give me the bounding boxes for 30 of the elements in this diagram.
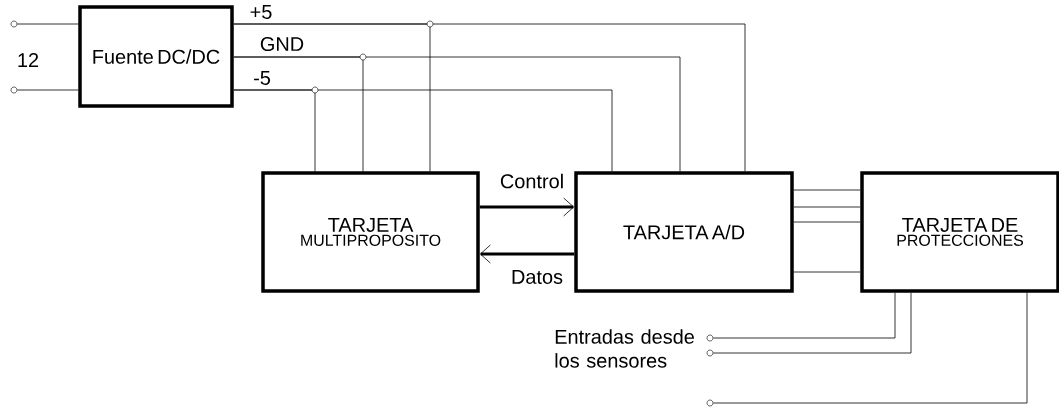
terminal [706, 399, 714, 407]
connector-line [16, 23, 79, 25]
caption-text: Entradas desde los sensores [553, 328, 706, 369]
voltage-label: 12 [15, 52, 41, 68]
connector-line [233, 89, 613, 172]
terminal [10, 20, 18, 28]
terminal [706, 334, 714, 342]
connector-line [233, 23, 746, 172]
rail-label: +5 [248, 4, 274, 20]
connector-line [793, 189, 861, 191]
block-box: TARJETA A/D [574, 171, 794, 293]
connector-line [712, 292, 912, 354]
block-box: Fuente DC/DC [78, 5, 234, 108]
edge-label: Datos [510, 269, 565, 285]
rail-label: -5 [252, 70, 272, 86]
connector-line [712, 292, 896, 339]
arrow [479, 244, 575, 264]
connector-line [793, 206, 861, 208]
connector-line [793, 221, 861, 223]
block-box: TARJETA MULTIPROPOSITO [261, 171, 480, 293]
connector-line [793, 271, 861, 273]
block-box: TARJETA DE PROTECCIONES [860, 171, 1059, 293]
connector-line [712, 292, 1028, 404]
connector-line [233, 56, 681, 172]
rail-label: GND [258, 35, 306, 53]
terminal [706, 349, 714, 357]
terminal [10, 86, 18, 94]
edge-label: Control [498, 172, 566, 190]
arrow [479, 197, 575, 217]
connector-line [16, 89, 79, 91]
